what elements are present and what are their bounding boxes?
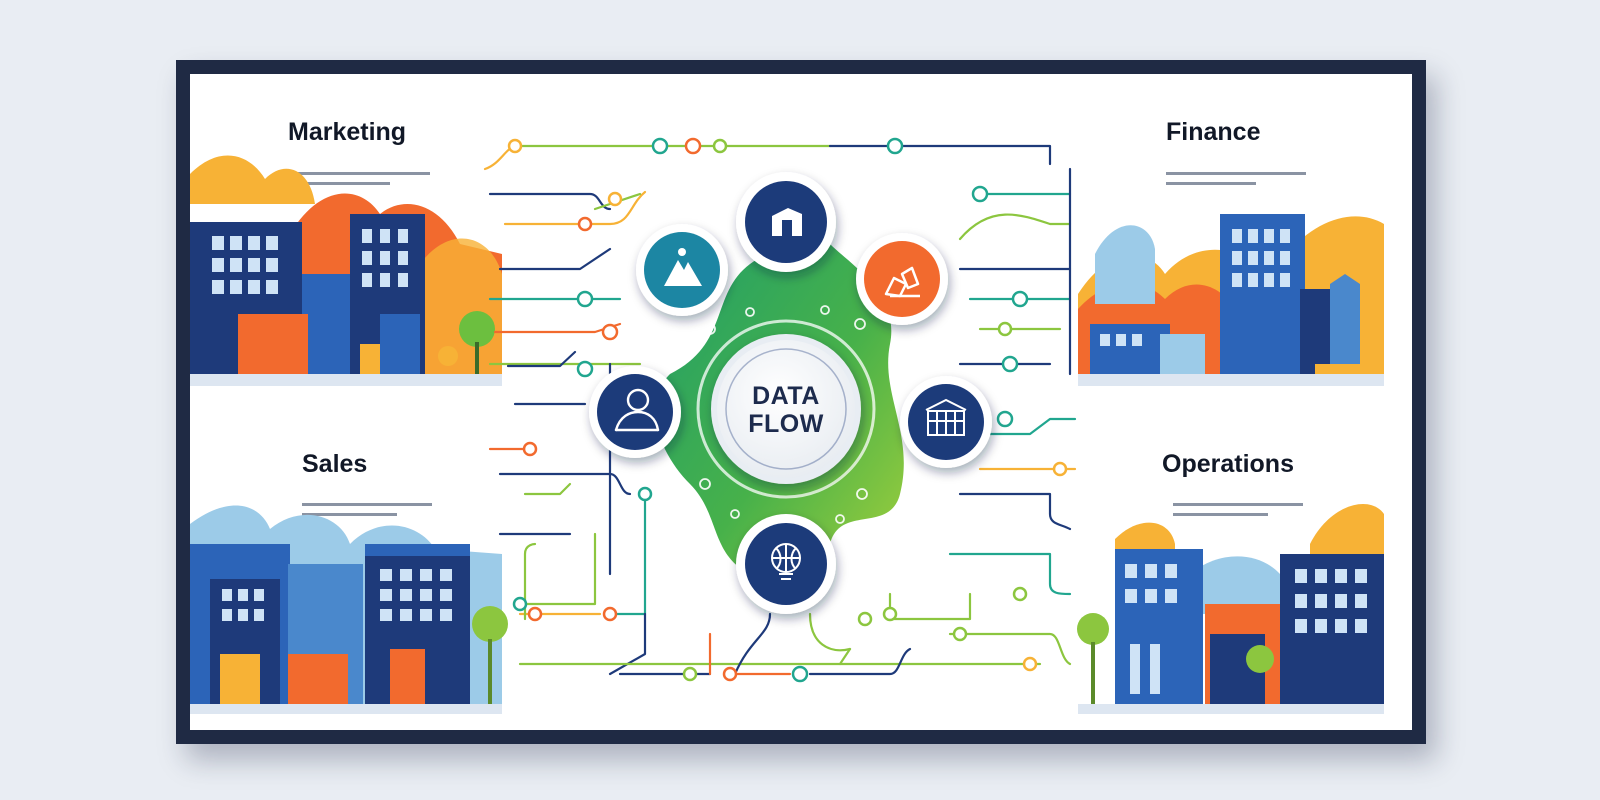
finance-title: Finance	[1166, 118, 1261, 146]
user-node	[589, 366, 681, 458]
infographic-canvas	[190, 74, 1384, 714]
marketing-panel	[190, 74, 502, 386]
mountain-icon	[664, 248, 702, 286]
globe-bulb-icon	[771, 543, 801, 580]
hub-title: DATA FLOW	[726, 382, 846, 438]
circuit-lines	[483, 144, 1077, 676]
operations-desc-lines	[1173, 503, 1303, 516]
building-node	[736, 172, 836, 272]
sales-desc-lines	[302, 503, 432, 516]
pieces-icon	[884, 266, 920, 298]
hub-title-line-2: FLOW	[748, 410, 824, 438]
hub-title-line-1: DATA	[752, 382, 820, 410]
operations-title: Operations	[1162, 450, 1294, 478]
sales-title: Sales	[302, 450, 368, 478]
small-connector-glyphs	[699, 305, 868, 524]
operations-panel	[1077, 404, 1384, 714]
building-icon	[772, 208, 802, 236]
marketing-skyline	[190, 155, 502, 374]
finance-desc-lines	[1166, 172, 1306, 185]
finance-panel	[1078, 74, 1384, 386]
mountain-node	[636, 224, 728, 316]
finance-skyline	[1078, 214, 1384, 374]
globe-bulb-node	[736, 514, 836, 614]
orange-pieces-node	[856, 233, 948, 325]
central-hub	[655, 235, 904, 591]
user-icon	[614, 388, 660, 432]
blueprint-icon	[925, 398, 967, 436]
sales-panel	[190, 404, 508, 714]
infographic-frame: Marketing Finance Sales Operations DATA …	[176, 60, 1426, 744]
operations-skyline	[1077, 504, 1384, 704]
blueprint-node	[900, 376, 992, 468]
marketing-desc-lines	[290, 172, 430, 185]
marketing-title: Marketing	[288, 118, 407, 146]
sales-skyline	[190, 505, 508, 704]
circuit-nodes	[507, 137, 1068, 683]
